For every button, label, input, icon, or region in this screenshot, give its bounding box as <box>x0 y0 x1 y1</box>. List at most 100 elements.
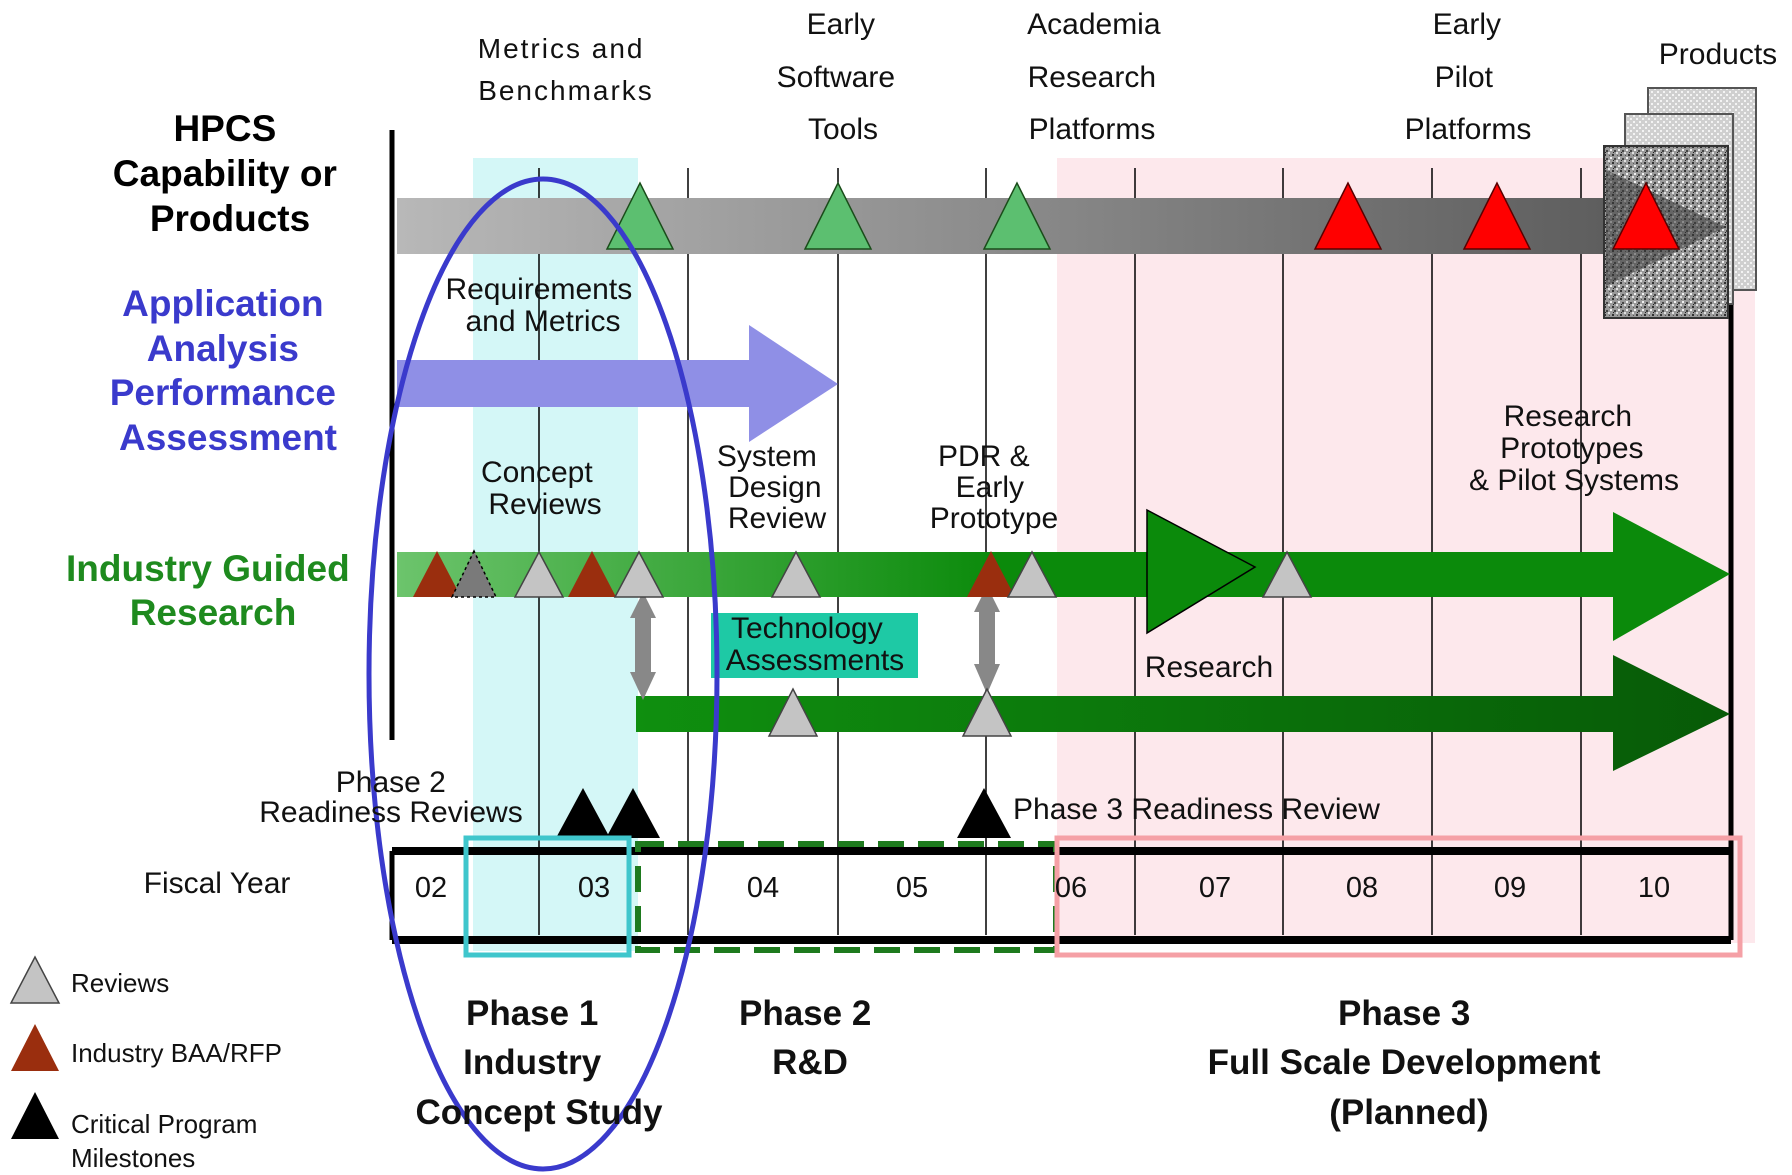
industry-label-1: Industry Guided <box>66 548 350 589</box>
review-marker-tech <box>767 687 819 737</box>
phase3-label-2: Full Scale Development <box>1208 1043 1601 1082</box>
tech-assessments-label-1: Technology <box>731 612 883 645</box>
critical-milestone-2 <box>606 788 660 838</box>
hpcs-label-3: Products <box>150 198 310 239</box>
svg-text:Metrics and Benchmarks: Metrics and Benchmarks <box>478 33 655 106</box>
svg-text:Research Prototypes: Research Prototypes & Pilot Systems <box>1469 400 1679 497</box>
industry-arrow <box>397 512 1730 641</box>
review-marker-1 <box>513 550 565 598</box>
year-04: 04 <box>747 872 779 904</box>
phase1-label-1: Phase 1 <box>466 994 598 1033</box>
legend-critical-label-1: Critical Program <box>71 1109 257 1139</box>
legend-baa-label: Industry BAA/RFP <box>71 1038 282 1068</box>
year-06: 06 <box>1055 872 1087 904</box>
svg-text:Industry Guided Research: Industry Guided Research <box>66 548 360 633</box>
phase1-box <box>463 835 632 958</box>
svg-text:Technology Assessments: Technology Assessments <box>726 612 904 677</box>
industry-inner-arrowhead <box>1146 508 1257 635</box>
milestone-early-pilot-1 <box>1313 181 1383 250</box>
year-09: 09 <box>1494 872 1526 904</box>
phase2-box <box>635 841 1059 953</box>
svg-text:Phase 1 Industry C: Phase 1 Industry Concept Study <box>416 994 663 1132</box>
technology-assessments-box <box>711 613 918 678</box>
milestone-academia <box>982 181 1052 250</box>
year-05: 05 <box>896 872 928 904</box>
application-arrow <box>397 325 838 442</box>
phase3-box <box>1054 835 1743 958</box>
legend-critical-label-2: Milestones <box>71 1143 195 1173</box>
annotation-labels: Requirements and Metrics Concept Reviews… <box>259 273 1679 829</box>
svg-text:System Design Revi: System Design Review <box>717 440 830 535</box>
system-design-label-1: System <box>717 440 817 473</box>
legend: Reviews Industry BAA/RFP Critical Progra… <box>9 955 282 1173</box>
early-software-label-3: Tools <box>808 113 878 146</box>
concept-reviews-label-1: Concept <box>481 456 593 489</box>
year-08: 08 <box>1346 872 1378 904</box>
svg-text:Early Pilot Platfo: Early Pilot Platforms <box>1405 8 1532 146</box>
year-02: 02 <box>415 872 447 904</box>
phase1-label-3: Concept Study <box>416 1093 663 1132</box>
phase-labels: Phase 1 Industry Concept Study Phase 2 R… <box>416 994 1611 1132</box>
legend-reviews-label: Reviews <box>71 968 169 998</box>
research-prototypes-label-1: Research <box>1504 400 1632 433</box>
research-label: Research <box>1145 651 1273 684</box>
review-marker-research-row <box>961 687 1013 737</box>
svg-text:Phase 2 Readiness Review: Phase 2 Readiness Reviews <box>259 766 522 829</box>
requirements-label-1: Requirements <box>445 273 632 306</box>
hpcs-label-1: HPCS <box>173 108 276 149</box>
baa-marker-1 <box>413 551 461 597</box>
phase3-label-1: Phase 3 <box>1338 994 1470 1033</box>
review-marker-pdr <box>1006 550 1058 598</box>
svg-text:Phase 3 Full Scale Devel: Phase 3 Full Scale Development (Planned) <box>1208 994 1611 1132</box>
metrics-label-2: Benchmarks <box>478 75 654 106</box>
pdr-label-1: PDR & <box>938 440 1030 473</box>
milestone-products <box>1611 181 1681 250</box>
pdr-label-3: Prototype <box>930 502 1058 535</box>
svg-text:Critical Program Milesto: Critical Program Milestones <box>71 1109 265 1173</box>
research-prototypes-label-2: Prototypes <box>1500 432 1643 465</box>
review-marker-2 <box>613 550 665 598</box>
phase3-label-3: (Planned) <box>1329 1093 1488 1132</box>
early-software-label-1: Early <box>807 8 875 41</box>
academia-label-1: Academia <box>1027 8 1161 41</box>
critical-milestone-3 <box>957 788 1011 838</box>
svg-text:Academia Research: Academia Research Platforms <box>1027 8 1169 146</box>
app-label-1: Application <box>122 283 323 324</box>
baa-marker-2 <box>568 551 616 597</box>
app-label-2: Analysis <box>147 328 299 369</box>
review-marker-research <box>1261 550 1313 598</box>
svg-text:Concept Reviews: Concept Reviews <box>481 456 602 521</box>
svg-text:Requirements and Metrics: Requirements and Metrics <box>445 273 640 338</box>
phase2-readiness-label-2: Readiness Reviews <box>259 796 522 829</box>
legend-baa-icon <box>11 1024 59 1071</box>
academia-label-2: Research <box>1028 61 1156 94</box>
hpcs-arrow <box>397 168 1726 286</box>
early-pilot-label-3: Platforms <box>1405 113 1532 146</box>
hpcs-label-2: Capability or <box>113 153 337 194</box>
phase2-readiness-label-1: Phase 2 <box>336 766 446 799</box>
link-arrows <box>630 586 1000 700</box>
system-design-label-3: Review <box>728 502 827 535</box>
requirements-label-2: and Metrics <box>465 305 620 338</box>
phase3-readiness-label: Phase 3 Readiness Review <box>1013 793 1380 826</box>
top-labels: Metrics and Benchmarks Early Software To… <box>478 8 1777 146</box>
critical-milestone-1 <box>556 788 610 838</box>
tech-assessments-label-2: Assessments <box>726 644 904 677</box>
products-label: Products <box>1659 38 1777 71</box>
research-prototypes-label-3: & Pilot Systems <box>1469 464 1679 497</box>
legend-reviews-icon <box>9 955 61 1004</box>
legend-critical-icon <box>11 1092 59 1139</box>
industry-label-2: Research <box>130 592 297 633</box>
baa-marker-3 <box>967 551 1015 597</box>
phase2-label-2: R&D <box>772 1043 848 1082</box>
year-10: 10 <box>1638 872 1670 904</box>
phase1-label-2: Industry <box>463 1043 602 1082</box>
app-label-3: Performance <box>110 372 336 413</box>
year-07: 07 <box>1199 872 1231 904</box>
review-marker-system-design <box>770 550 822 598</box>
app-label-4: Assessment <box>119 417 337 458</box>
pdr-label-2: Early <box>956 471 1024 504</box>
phase2-label-1: Phase 2 <box>739 994 871 1033</box>
